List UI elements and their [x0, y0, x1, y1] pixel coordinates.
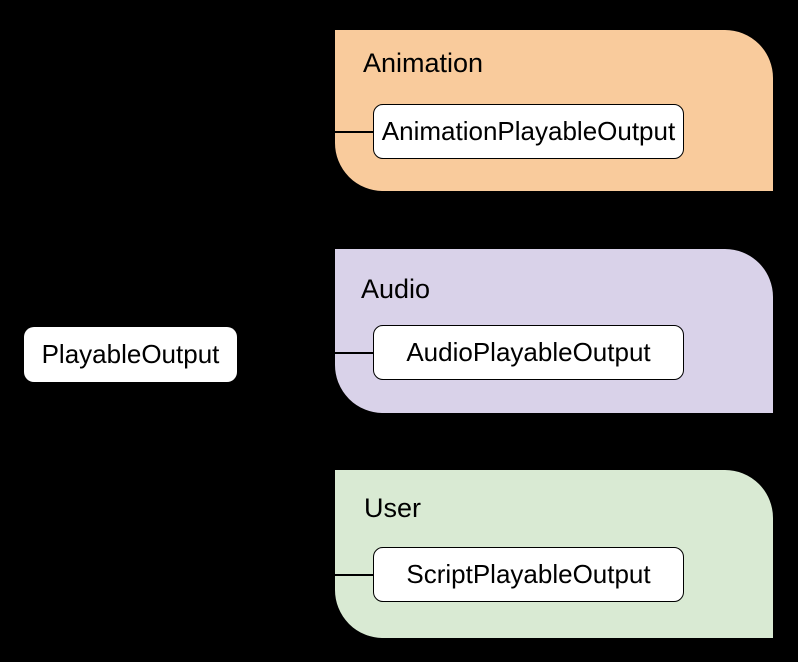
node-audio-playable-output-label: AudioPlayableOutput [406, 337, 651, 367]
node-audio-playable-output: AudioPlayableOutput [373, 325, 684, 380]
connector-line-audio [335, 352, 375, 354]
group-user-label: User [364, 493, 422, 523]
group-animation-label: Animation [363, 48, 484, 78]
node-animation-playable-output-label: AnimationPlayableOutput [381, 116, 676, 146]
node-script-playable-output: ScriptPlayableOutput [373, 547, 684, 602]
node-playable-output: PlayableOutput [24, 327, 237, 382]
group-animation: Animation AnimationPlayableOutput [333, 28, 775, 193]
group-audio-label: Audio [361, 274, 431, 304]
node-animation-playable-output: AnimationPlayableOutput [373, 104, 684, 159]
group-user: User ScriptPlayableOutput [333, 468, 775, 640]
node-script-playable-output-label: ScriptPlayableOutput [406, 559, 651, 589]
connector-line-user [335, 574, 375, 576]
group-audio: Audio AudioPlayableOutput [333, 247, 775, 415]
connector-line-animation [335, 131, 375, 133]
node-playable-output-label: PlayableOutput [41, 339, 220, 369]
